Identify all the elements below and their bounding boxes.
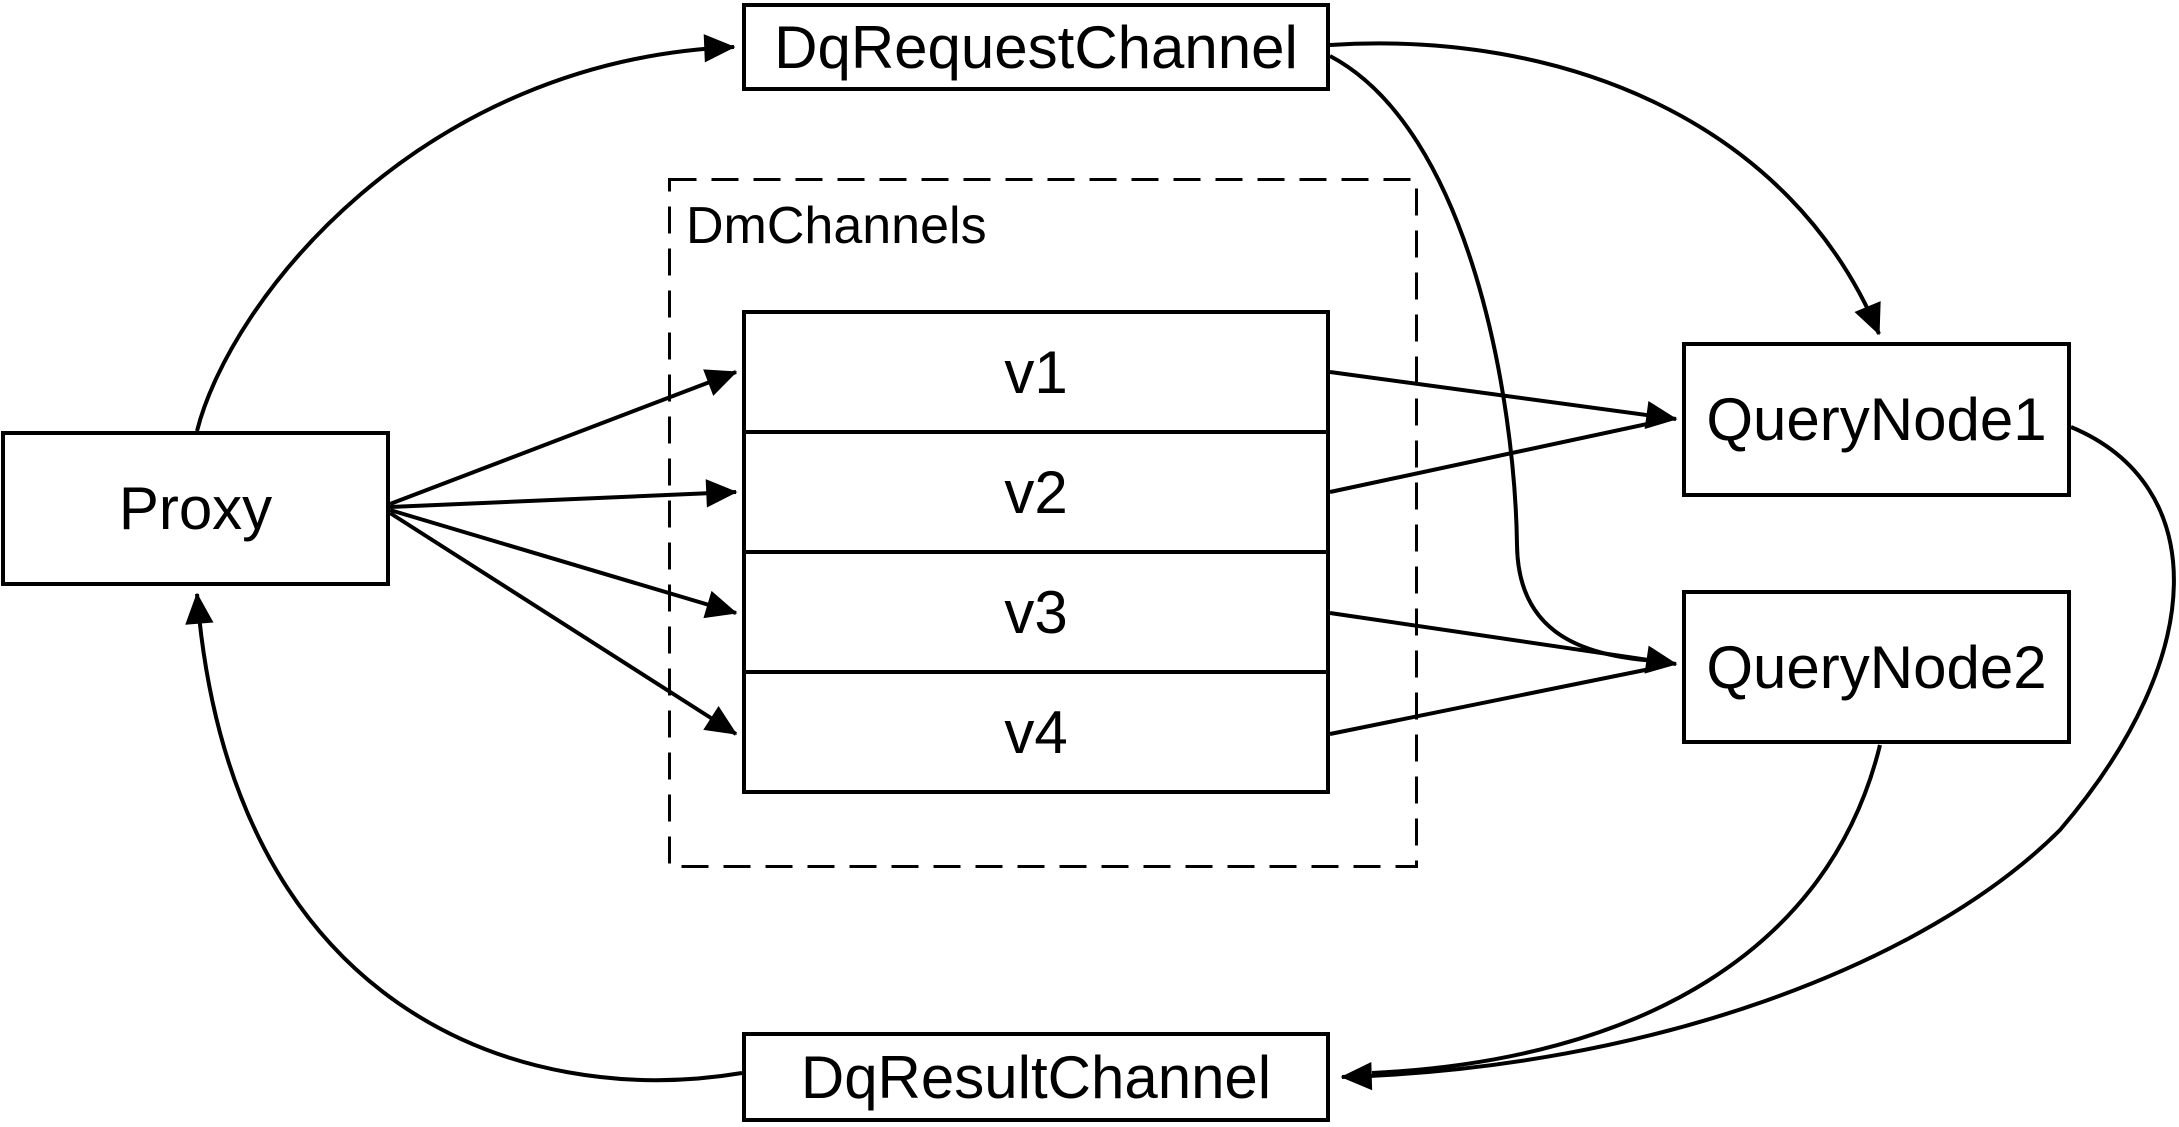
edge-query-node-2-to-dq-result-channel	[1371, 744, 1882, 1075]
edge-proxy-to-dq-request-channel	[195, 34, 736, 432]
edge-query-node-1-to-dq-result-channel	[1340, 425, 2176, 1091]
edge-dq-request-channel-to-query-node-1	[1329, 41, 1881, 336]
node-dq-request-channel-label: DqRequestChannel	[774, 13, 1298, 81]
edge-proxy-to-v1	[389, 369, 738, 506]
channel-row-v2: v2	[746, 430, 1326, 550]
node-dq-request-channel: DqRequestChannel	[742, 3, 1330, 91]
channel-row-v1-label: v1	[1004, 338, 1068, 406]
node-dq-result-channel: DqResultChannel	[742, 1032, 1330, 1122]
node-dq-result-channel-label: DqResultChannel	[800, 1043, 1272, 1111]
edge-v1-to-query-node-1	[1329, 370, 1678, 430]
channel-row-v2-label: v2	[1004, 458, 1068, 526]
node-proxy: Proxy	[1, 431, 390, 586]
channel-row-v3: v3	[746, 550, 1326, 670]
edge-dq-result-channel-to-proxy	[185, 592, 743, 1083]
node-query-node-1-label: QueryNode1	[1706, 386, 2047, 453]
channel-row-v1: v1	[746, 314, 1326, 430]
node-query-node-2: QueryNode2	[1682, 590, 2071, 744]
edge-proxy-to-v4	[388, 511, 738, 736]
node-query-node-1: QueryNode1	[1682, 342, 2071, 497]
channel-row-v4-label: v4	[1004, 698, 1068, 766]
dm-channels-group-label: DmChannels	[686, 197, 987, 255]
edge-proxy-to-v2	[389, 479, 738, 509]
node-proxy-label: Proxy	[118, 475, 273, 542]
edge-proxy-to-v3	[389, 508, 738, 619]
node-query-node-2-label: QueryNode2	[1706, 633, 2047, 701]
channel-row-v3-label: v3	[1004, 578, 1068, 646]
edge-v2-to-query-node-1	[1329, 421, 1653, 494]
edge-v3-to-query-node-2	[1329, 611, 1678, 674]
edge-dq-request-channel-to-query-node-2	[1329, 54, 1659, 663]
dm-channels-group-border	[668, 178, 1418, 868]
channel-row-v4: v4	[746, 670, 1326, 790]
dm-channels-stack: v1 v2 v3 v4	[742, 310, 1330, 794]
edge-v4-to-query-node-2	[1329, 667, 1651, 736]
